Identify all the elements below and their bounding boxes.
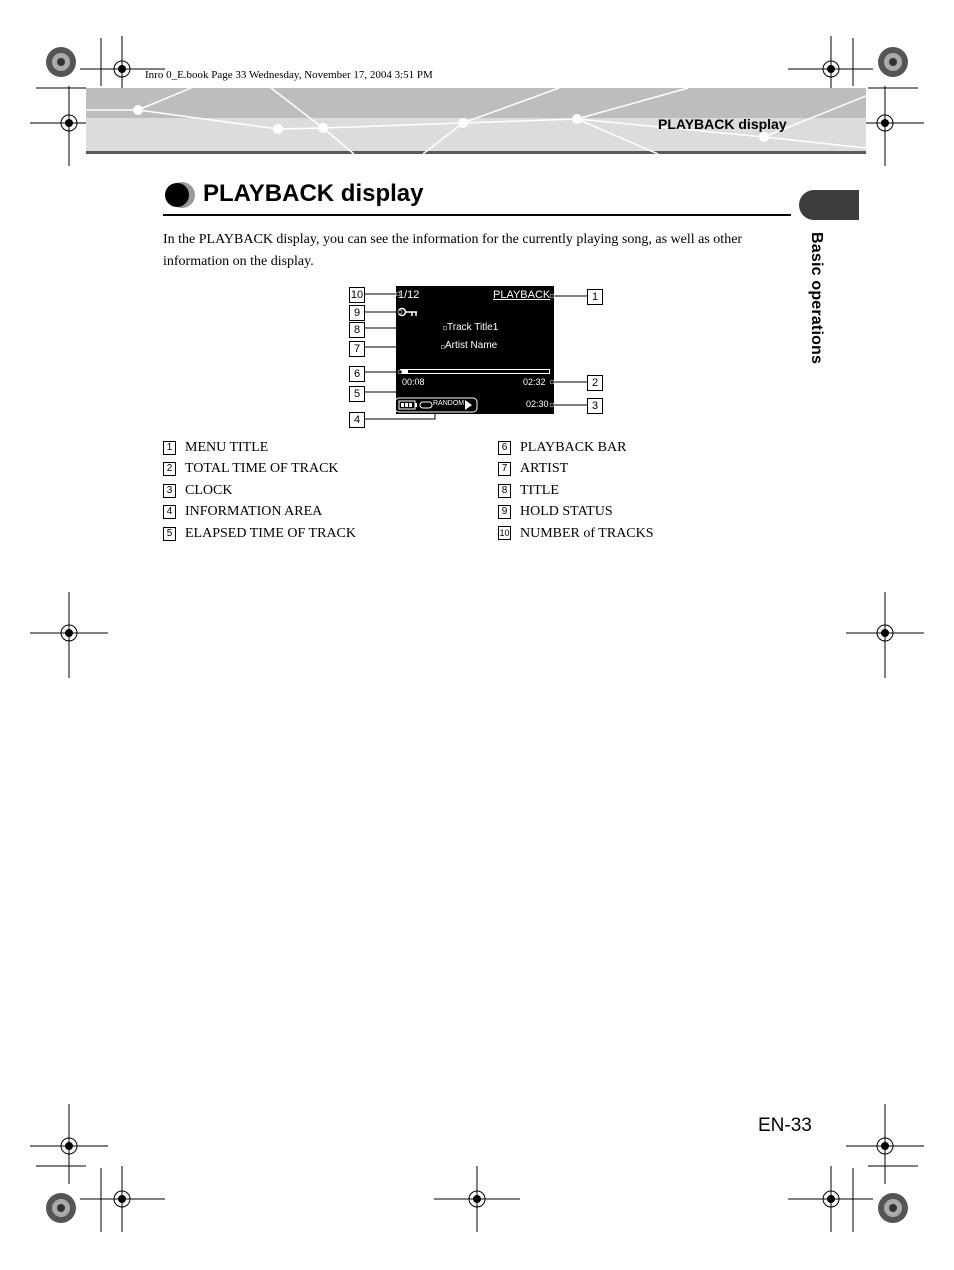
legend-number: 10 [498,526,511,540]
callout-1: 1 [587,289,603,305]
legend-number: 6 [498,441,511,455]
screen-artist: Artist Name [445,340,498,351]
legend-item: 5 ELAPSED TIME OF TRACK [163,524,356,544]
callout-6: 6 [349,366,365,382]
legend-item: 9 HOLD STATUS [498,502,613,522]
legend-label: MENU TITLE [185,440,269,455]
repeat-icon [419,401,433,409]
page-number: EN-33 [758,1115,812,1136]
legend-number: 9 [498,505,511,519]
legend-label: PLAYBACK BAR [520,440,627,455]
callout-lines [364,291,587,420]
legend-label: CLOCK [185,483,233,498]
battery-icon [398,400,417,410]
legend-item: 10 NUMBER of TRACKS [498,524,654,544]
legend-item: 4 INFORMATION AREA [163,502,322,522]
legend-number: 2 [163,462,176,476]
screen-menu-title: PLAYBACK [493,289,551,301]
title-bullet-icon [165,182,195,208]
legend-number: 1 [163,441,176,455]
callout-9: 9 [349,305,365,321]
legend-label: NUMBER of TRACKS [520,526,654,541]
callout-7: 7 [349,341,365,357]
legend-label: TOTAL TIME OF TRACK [185,461,339,476]
playback-screen: 1/12 PLAYBACK Track Title1 Artist Name 0… [396,286,554,414]
legend-label: TITLE [520,483,559,498]
callout-2: 2 [587,375,603,391]
legend-label: INFORMATION AREA [185,504,323,519]
header-band [86,88,866,154]
header-section-title: PLAYBACK display [658,116,787,132]
screen-track-title: Track Title1 [447,322,499,333]
legend-item: 6 PLAYBACK BAR [498,438,626,458]
legend-number: 5 [163,527,176,541]
hold-key-icon [397,307,417,317]
title-rule [163,214,791,216]
screen-mode: RANDOM [433,400,465,407]
legend-item: 7 ARTIST [498,459,568,479]
legend-number: 8 [498,484,511,498]
legend-number: 4 [163,505,176,519]
callout-10: 10 [349,287,365,303]
legend-item: 8 TITLE [498,481,559,501]
playback-bar-fill [401,370,409,373]
callout-8: 8 [349,322,365,338]
screen-track-number: 1/12 [398,289,420,301]
intro-text: In the PLAYBACK display, you can see the… [163,232,743,269]
legend-item: 3 CLOCK [163,481,232,501]
legend-label: ELAPSED TIME OF TRACK [185,526,357,541]
legend-number: 7 [498,462,511,476]
side-tab [799,190,859,220]
page-title: PLAYBACK display [203,180,424,207]
screen-total-time: 02:32 [523,377,546,387]
legend-label: HOLD STATUS [520,504,613,519]
book-info: Inro 0_E.book Page 33 Wednesday, Novembe… [145,69,433,81]
play-icon [465,400,472,410]
legend-number: 3 [163,484,176,498]
callout-4: 4 [349,412,365,428]
screen-elapsed-time: 00:08 [402,377,425,387]
callout-5: 5 [349,386,365,402]
legend-item: 2 TOTAL TIME OF TRACK [163,459,339,479]
screen-clock: 02:30 [526,399,549,409]
legend-item: 1 MENU TITLE [163,438,268,458]
side-tab-label: Basic operations [808,232,825,365]
callout-3: 3 [587,398,603,414]
legend-label: ARTIST [520,461,569,476]
